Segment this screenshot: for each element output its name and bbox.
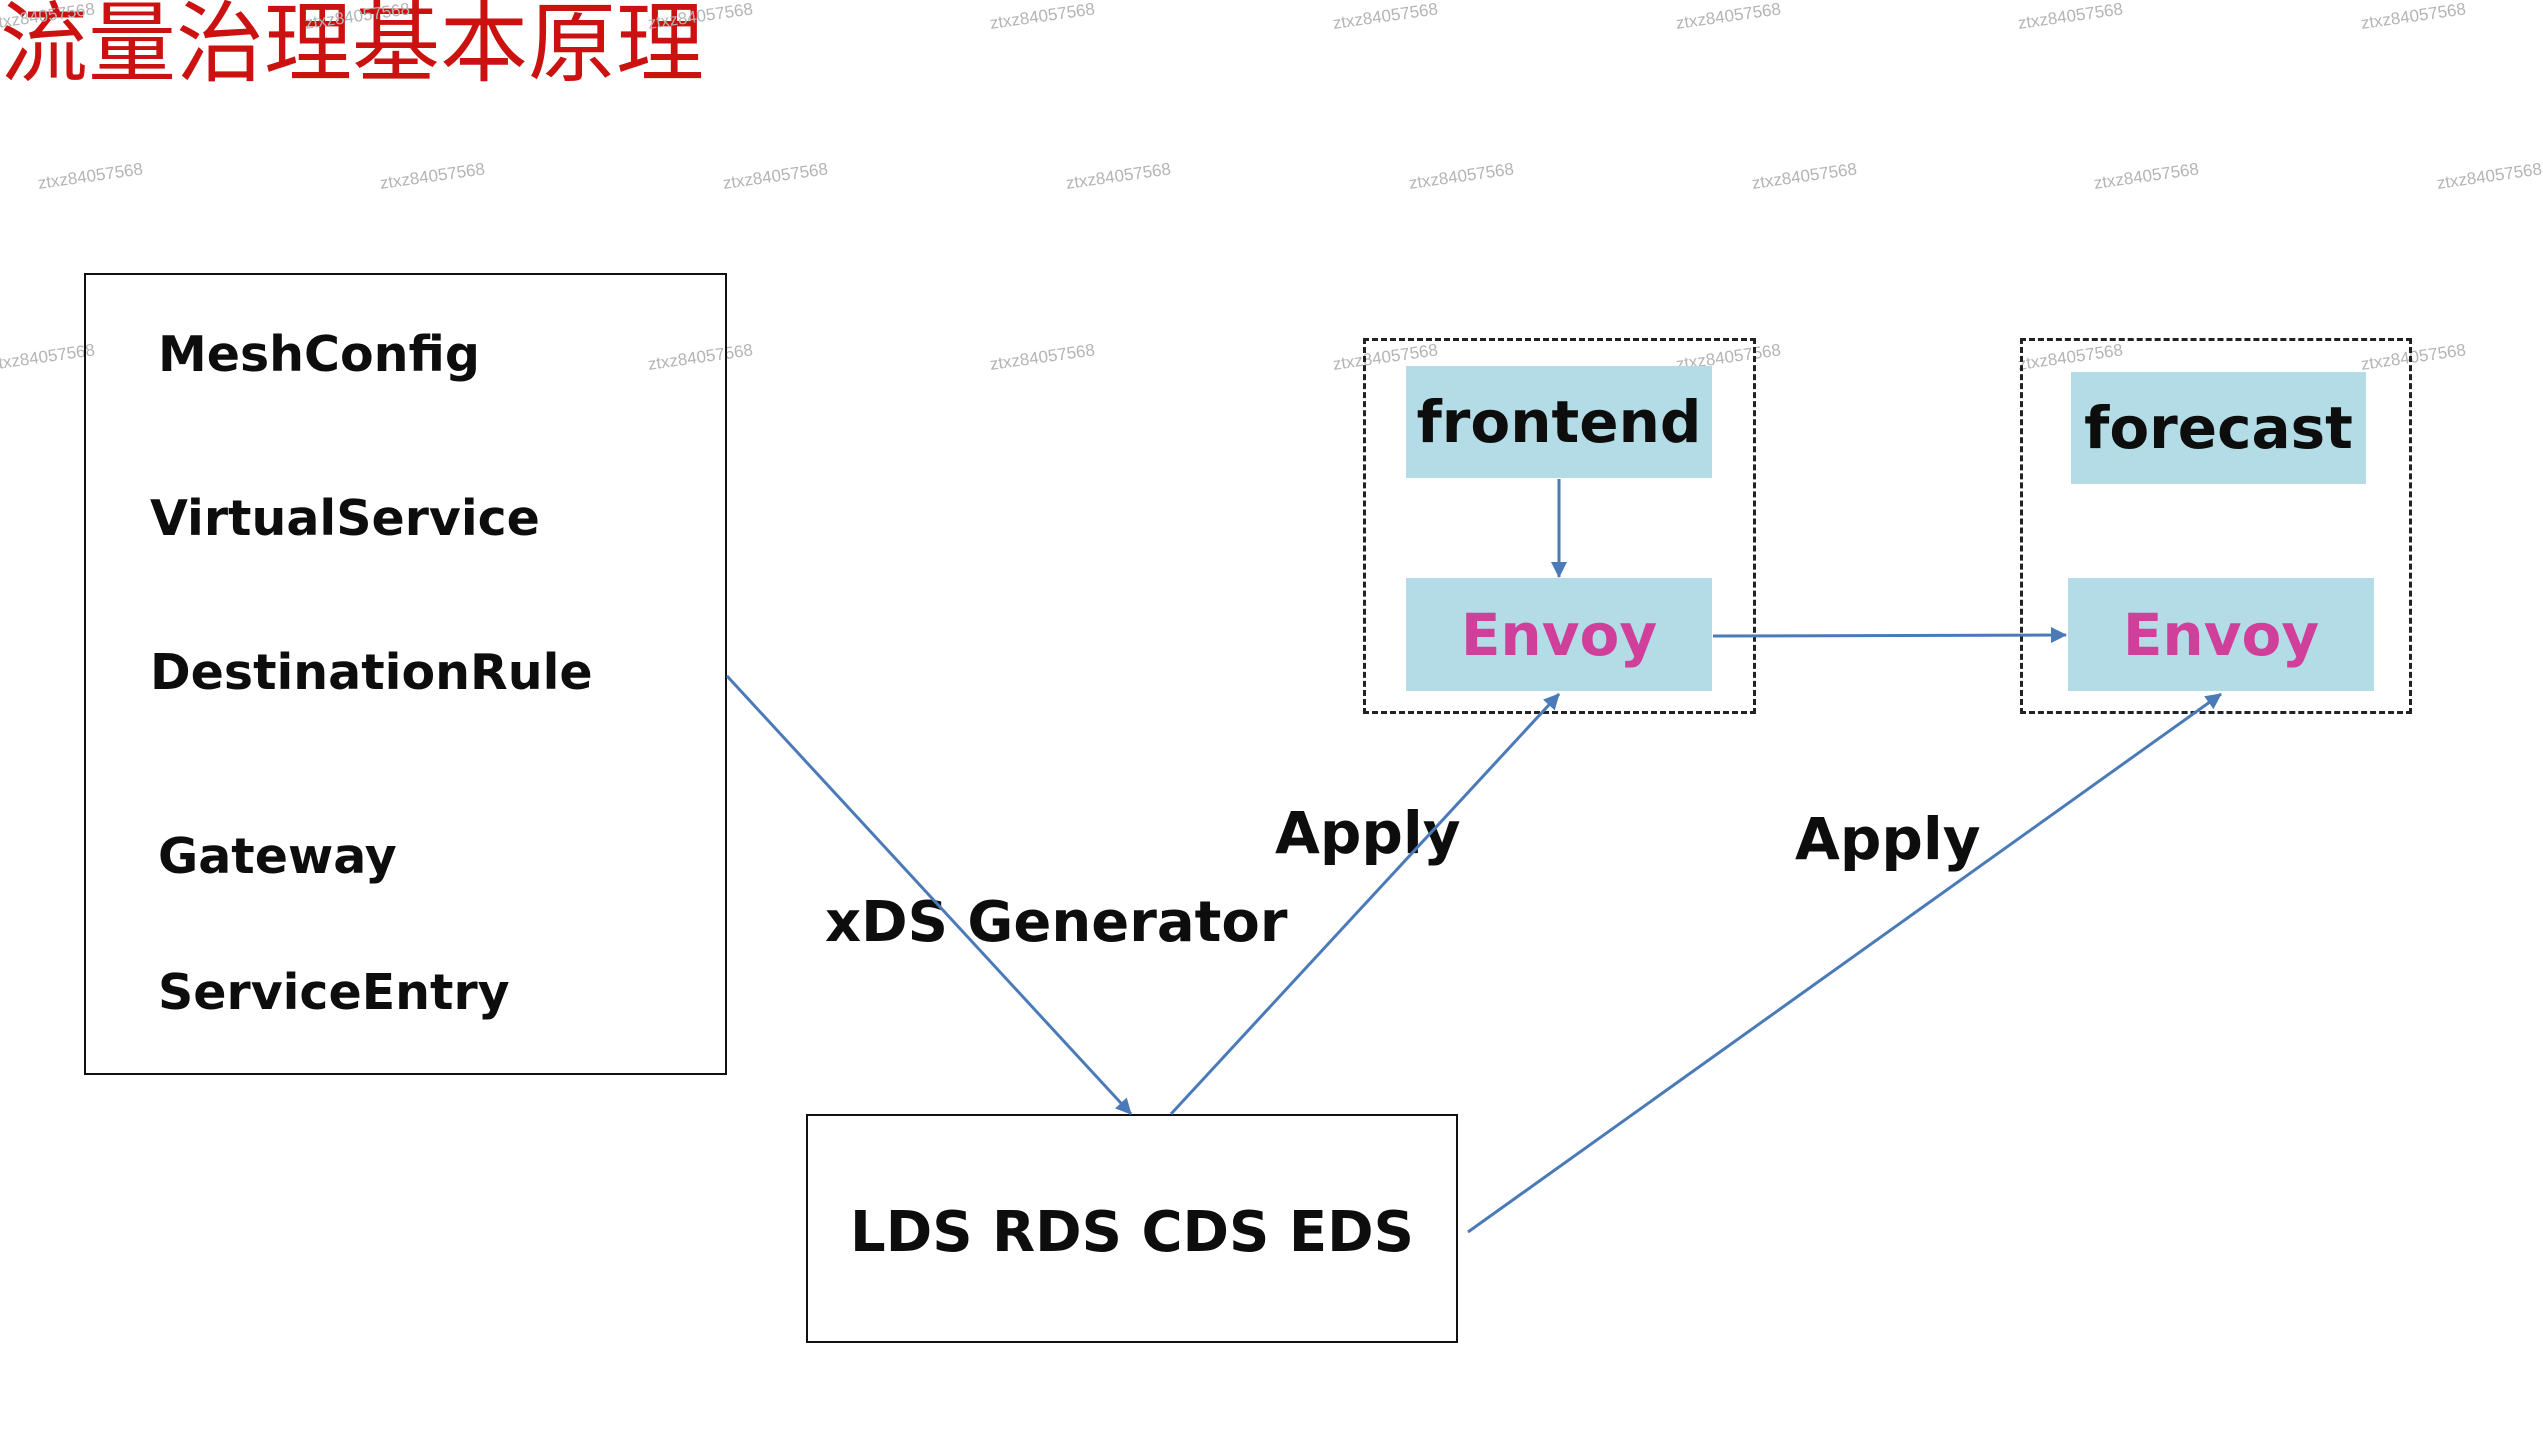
apply-label: Apply <box>1795 805 1981 873</box>
arrow-xds-to-frontend-envoy <box>1169 692 1561 1116</box>
arrow-envoy-to-envoy <box>1712 627 2067 644</box>
frontend-envoy-proxy: Envoy <box>1406 578 1712 691</box>
resource-serviceentry: ServiceEntry <box>158 964 510 1021</box>
page-title: 流量治理基本原理 <box>0 0 705 95</box>
frontend-pod <box>1363 338 1756 714</box>
resource-virtualservice: VirtualService <box>150 490 540 547</box>
resource-gateway: Gateway <box>158 828 397 885</box>
forecast-envoy-proxy: Envoy <box>2068 578 2374 691</box>
arrow-xds-to-forecast-envoy <box>1467 692 2222 1234</box>
config-resources-box <box>84 273 727 1075</box>
forecast-service: forecast <box>2071 372 2366 484</box>
frontend-service: frontend <box>1406 366 1712 478</box>
xds-box <box>806 1114 1458 1343</box>
resource-meshconfig: MeshConfig <box>158 326 480 383</box>
resource-destinationrule: DestinationRule <box>150 644 593 701</box>
forecast-pod <box>2020 338 2412 714</box>
arrow-config-to-xds <box>725 674 1133 1116</box>
xds-generator-label: xDS Generator <box>825 890 1288 955</box>
xds-box-label: LDS RDS CDS EDS <box>850 1200 1414 1265</box>
